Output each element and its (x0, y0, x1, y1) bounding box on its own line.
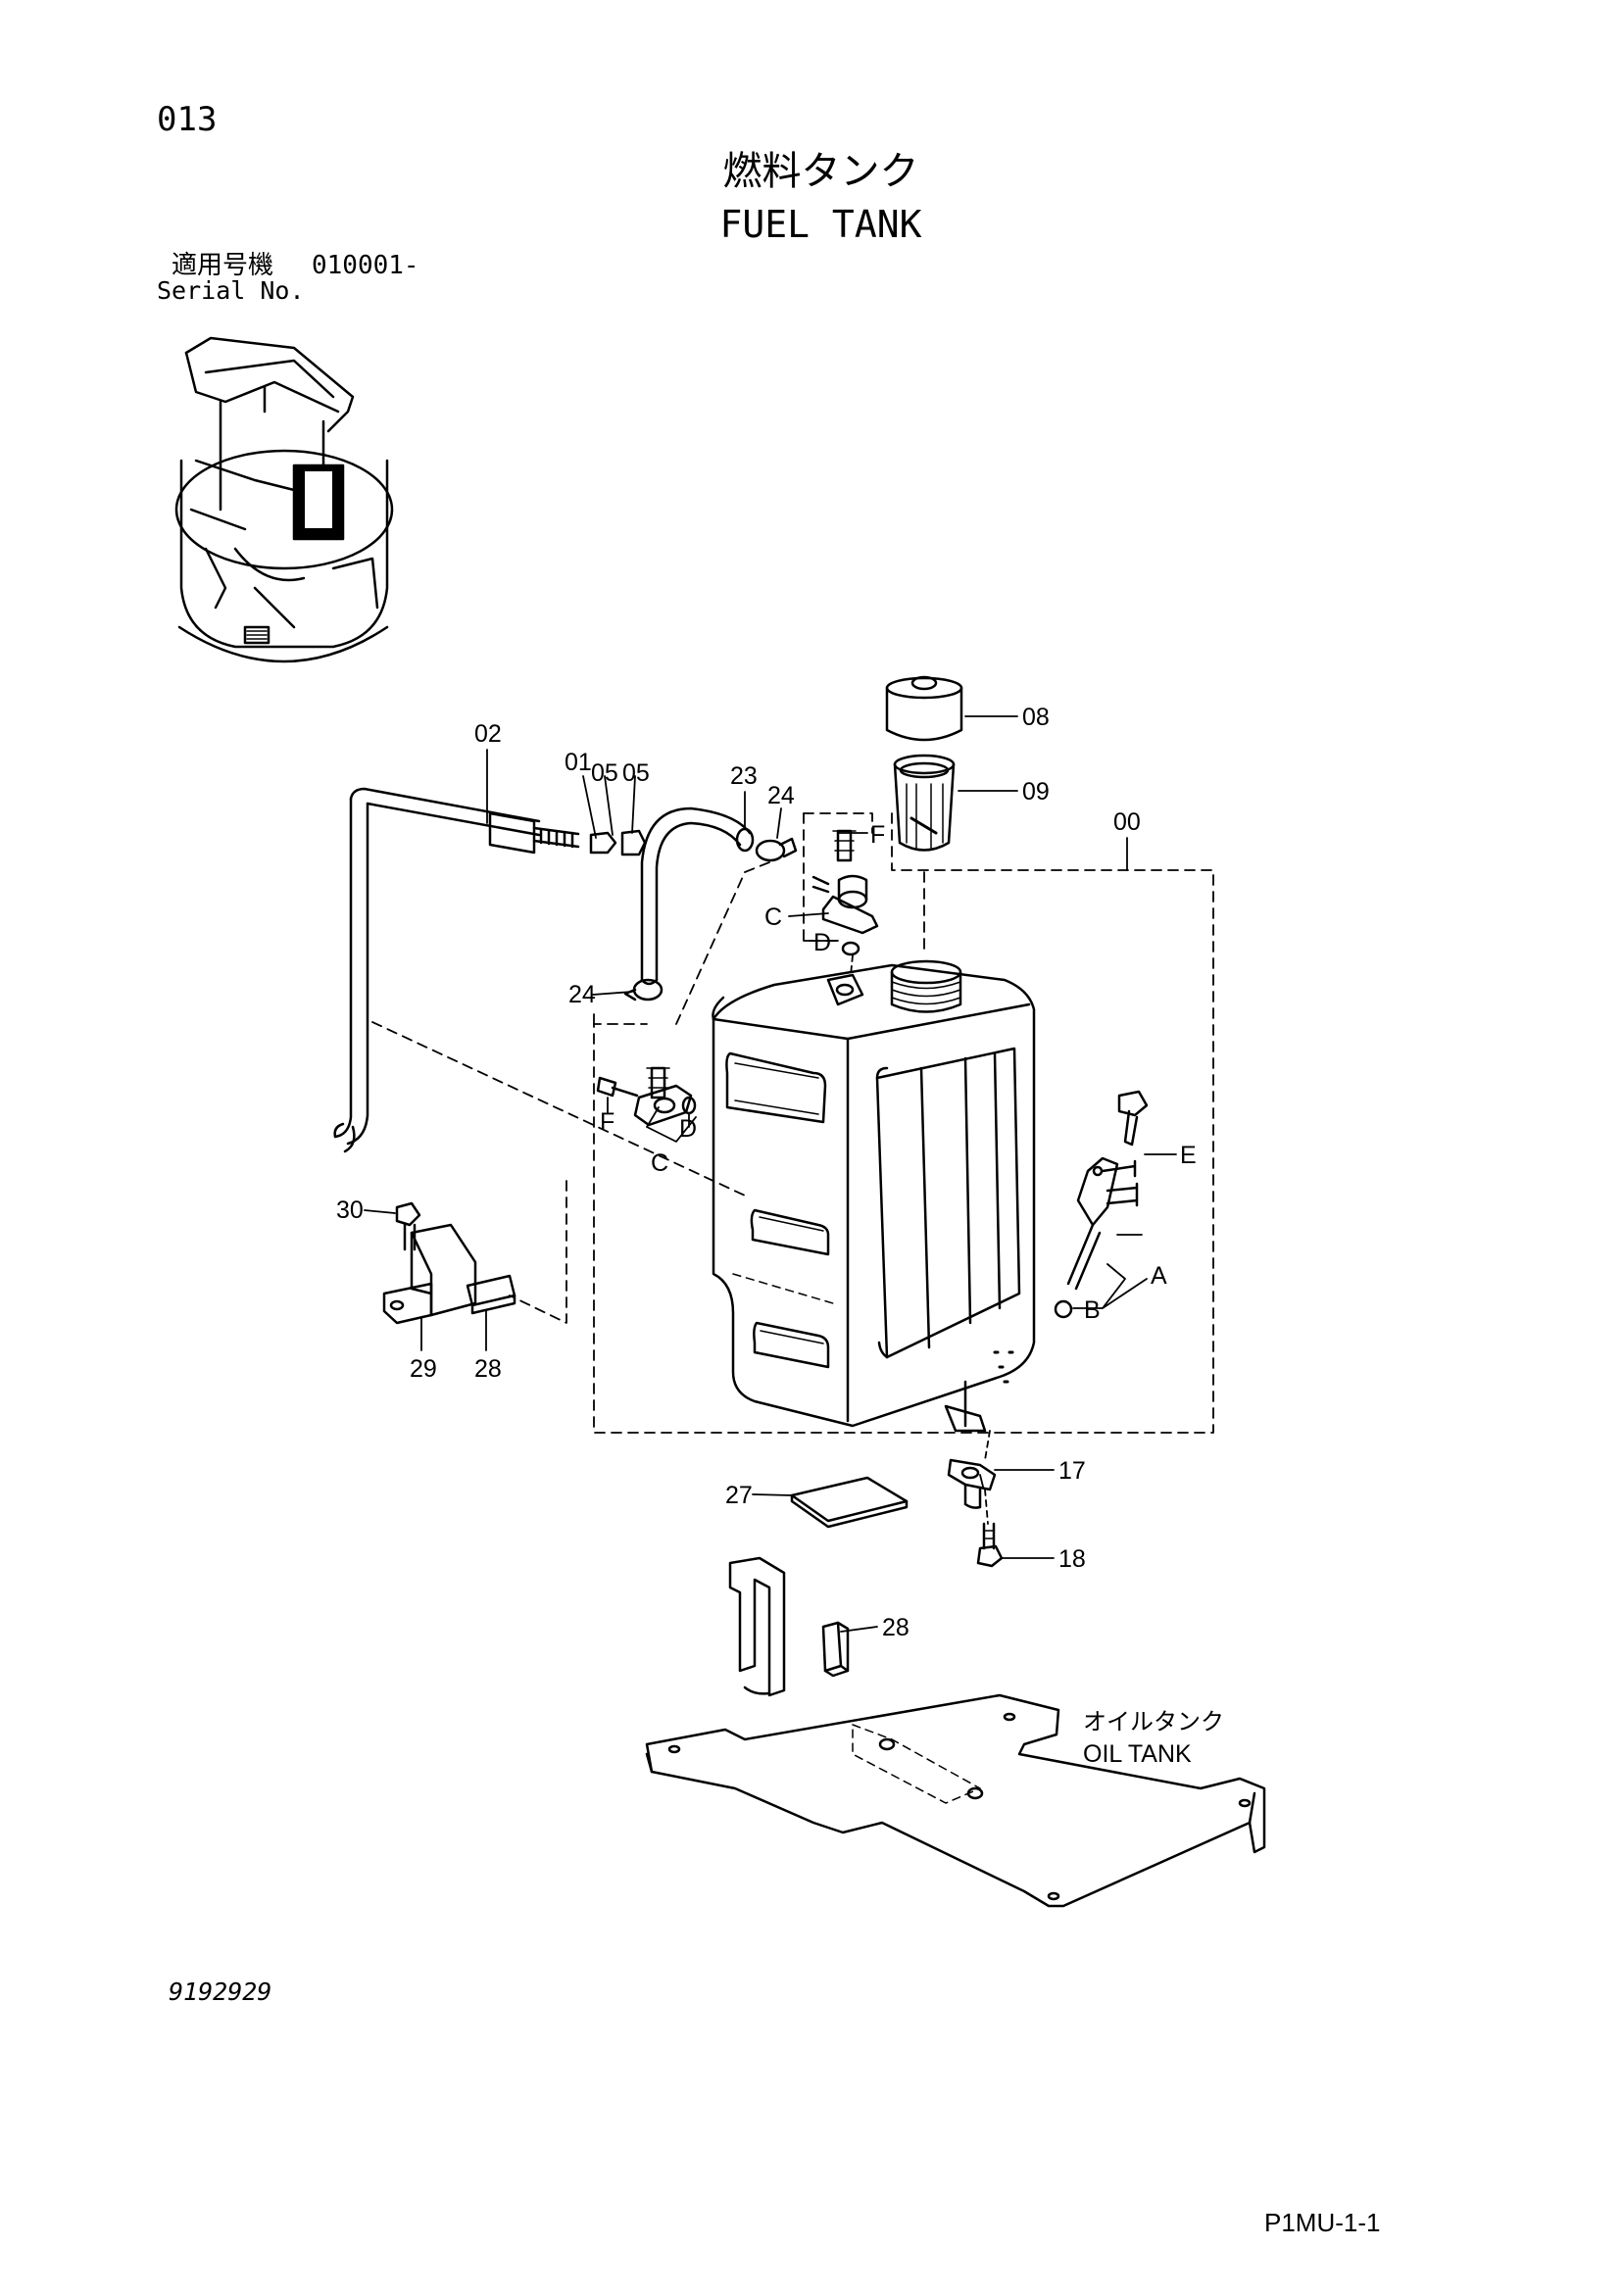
drawing-number: 9192929 (169, 1978, 272, 2006)
callout-labels: 02 01 05 05 23 24 08 09 00 F C D 24 F D … (336, 704, 1197, 1641)
page-title-japanese: 燃料タンク (722, 149, 919, 194)
callout-01: 01 (565, 749, 592, 776)
part-28-rubber-pad-left (466, 1274, 516, 1315)
part-filler-flange-fitting (811, 829, 879, 956)
part-29-bracket-with-30-bolt (382, 1201, 477, 1325)
callout-F-top: F (870, 821, 885, 849)
callout-28a: 28 (474, 1355, 502, 1383)
callout-24a: 24 (767, 782, 795, 809)
callout-B: B (1084, 1296, 1101, 1324)
page-code: P1MU-1-1 (1264, 2208, 1381, 2237)
callout-08: 08 (1022, 704, 1050, 731)
page-number: 013 (157, 100, 218, 139)
callout-leader-lines (364, 715, 1177, 1633)
callout-24b: 24 (568, 981, 596, 1008)
callout-D-side: D (679, 1115, 697, 1143)
part-23-fuel-hose (640, 806, 755, 986)
callout-C-side: C (651, 1149, 668, 1177)
assembly-group-boxes (371, 812, 1214, 1434)
callout-18: 18 (1058, 1545, 1086, 1573)
oil-tank-label-japanese: オイルタンク (1083, 1708, 1224, 1735)
callout-23: 23 (730, 762, 758, 790)
serial-label-japanese: 適用号機 (172, 251, 274, 280)
callout-F-side: F (600, 1108, 614, 1136)
part-side-flange-fitting (596, 1066, 697, 1127)
callout-30: 30 (336, 1197, 364, 1224)
part-17-drain-valve (947, 1458, 997, 1509)
serial-label-english: Serial No. (157, 276, 305, 305)
machine-location-thumbnail (174, 336, 394, 663)
callout-17: 17 (1058, 1457, 1086, 1485)
page-title-english: FUEL TANK (719, 203, 922, 246)
callout-09: 09 (1022, 778, 1050, 806)
part-28-rubber-pad-right (821, 1621, 850, 1678)
callout-05b: 05 (622, 759, 650, 787)
callout-02: 02 (474, 720, 502, 748)
callout-E: E (1180, 1142, 1197, 1169)
part-27-tank-pad (790, 1476, 909, 1529)
callout-A: A (1151, 1262, 1167, 1290)
callout-05a: 05 (591, 759, 618, 787)
part-05-nuts (589, 829, 647, 856)
part-24-hose-clamps (623, 837, 798, 1001)
callout-D-top: D (813, 929, 831, 956)
part-02-tank-strap (333, 787, 580, 1153)
oil-tank-mounting-plate (645, 1556, 1266, 1908)
callout-C-top: C (764, 904, 782, 931)
callout-29: 29 (410, 1355, 437, 1383)
callout-00: 00 (1113, 808, 1141, 836)
oil-tank-label-english: OIL TANK (1083, 1740, 1192, 1768)
callout-27: 27 (725, 1482, 753, 1509)
serial-number-value: 010001- (312, 251, 419, 280)
callout-28b: 28 (882, 1614, 909, 1641)
part-fuel-tank-body (712, 959, 1036, 1433)
part-fuel-level-sender (1054, 1090, 1149, 1319)
part-08-filler-cap (885, 675, 963, 742)
part-09-fuel-strainer (893, 754, 956, 852)
part-18-bolt (976, 1522, 1004, 1568)
